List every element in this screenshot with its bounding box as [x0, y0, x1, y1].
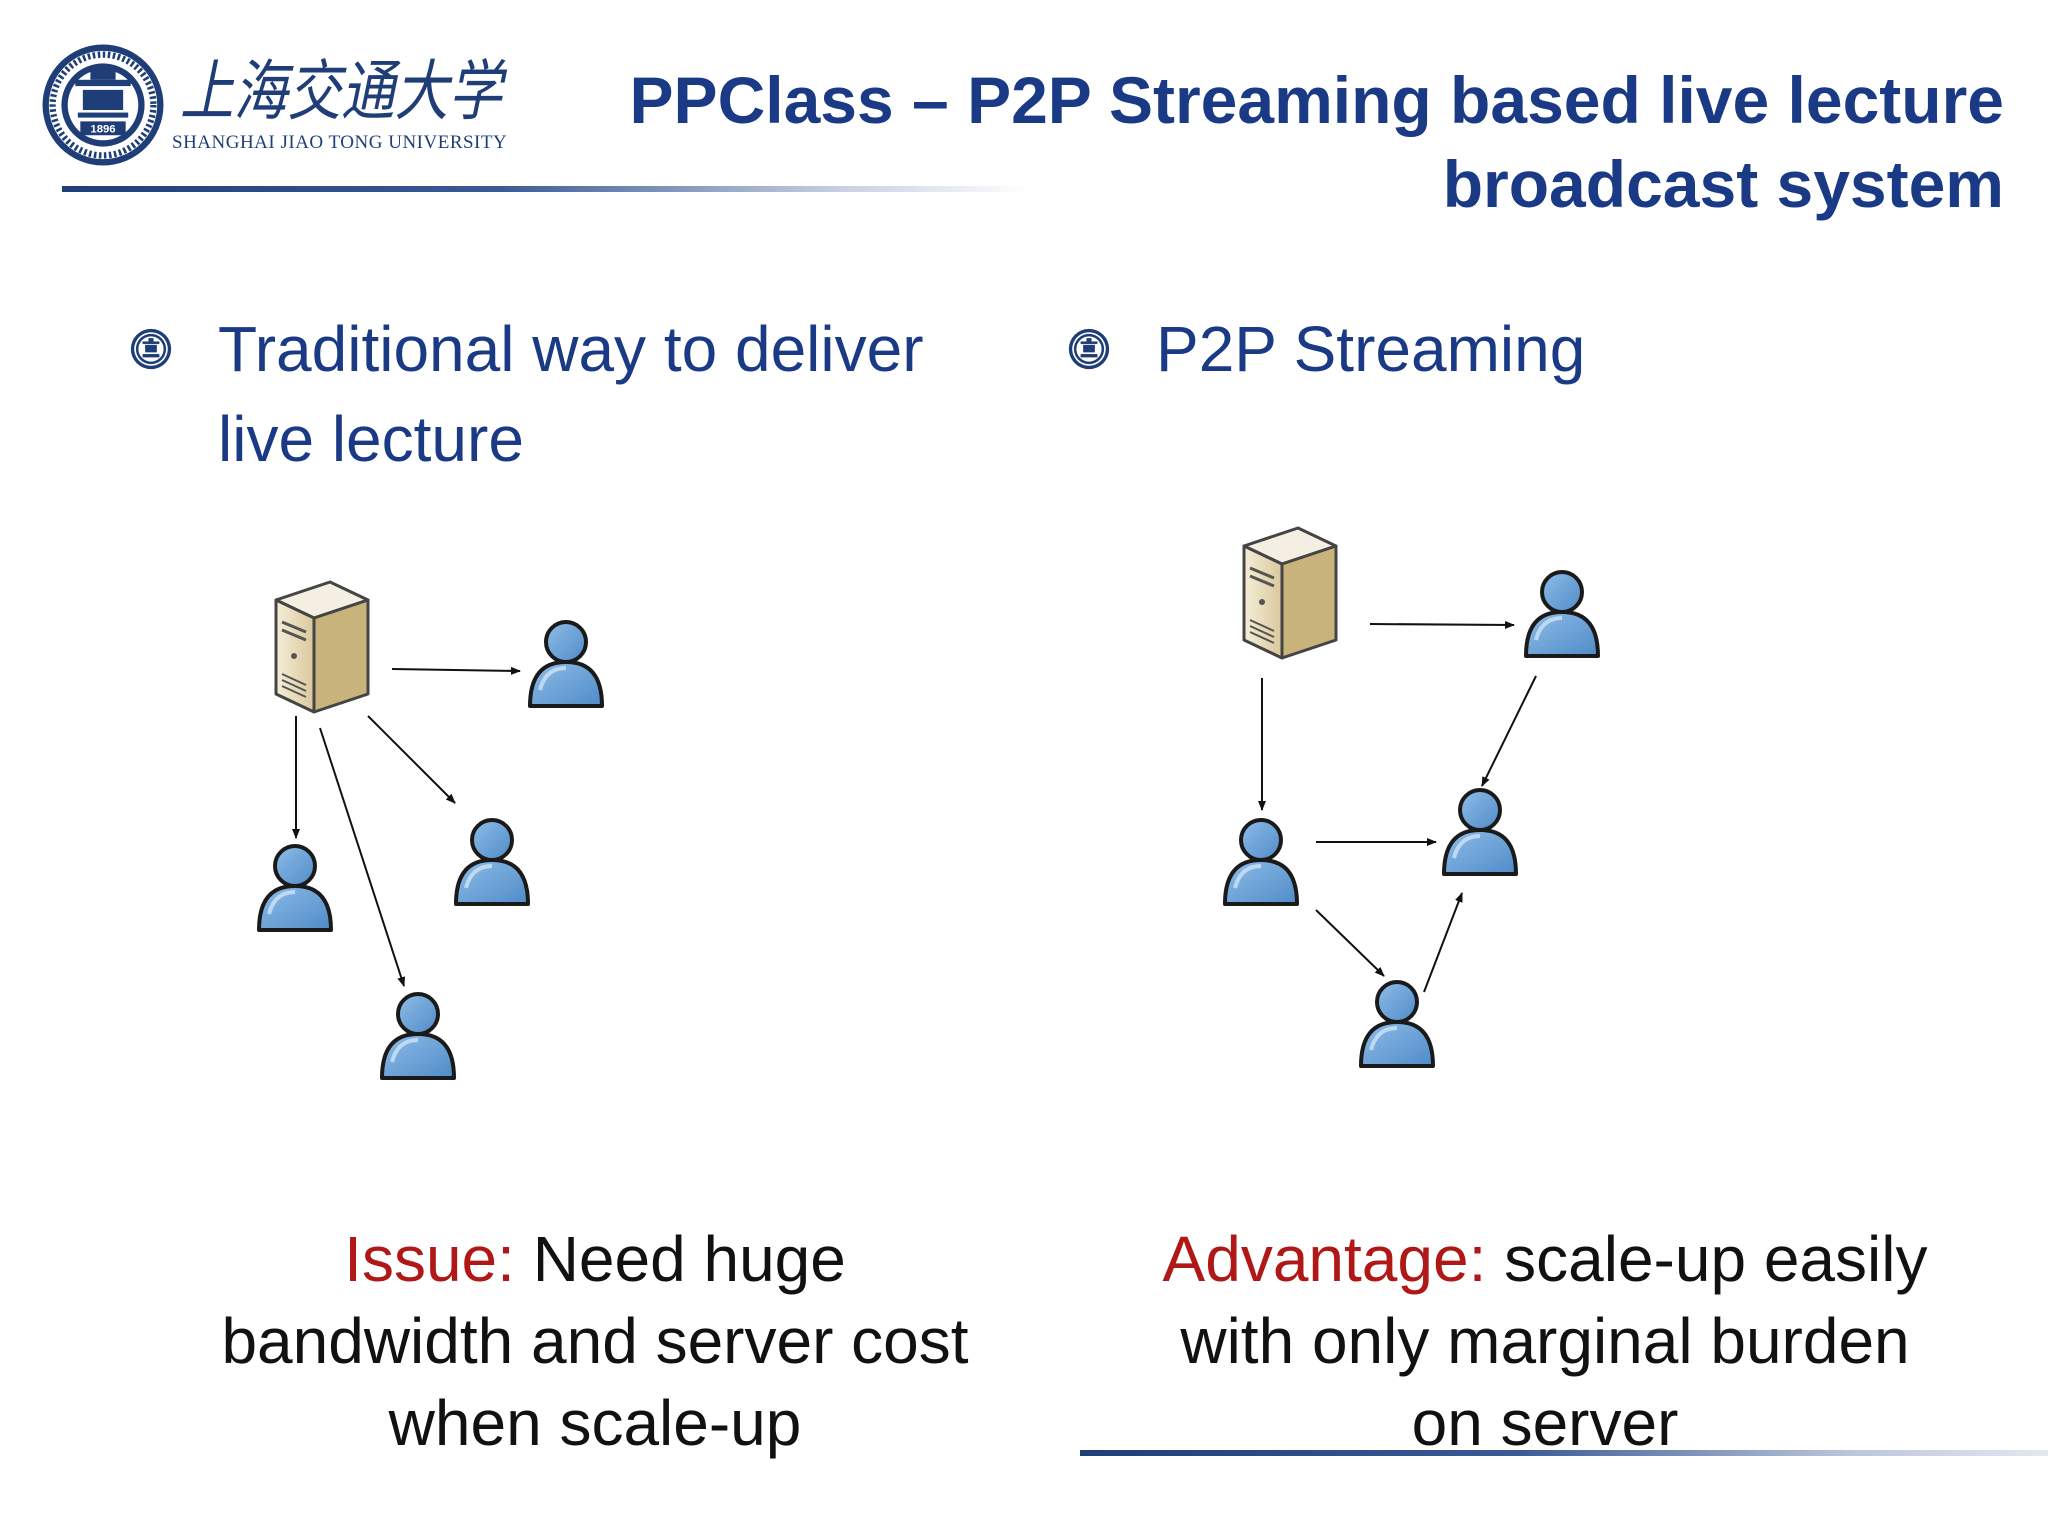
user-icon: [454, 818, 530, 906]
advantage-line3: on server: [1411, 1387, 1679, 1459]
logo-chinese-text: 上海交通大学: [180, 53, 508, 130]
advantage-line1: scale-up easily: [1486, 1223, 1928, 1295]
seal-year: 1896: [90, 124, 115, 136]
arrow: [367, 715, 456, 804]
p2p-diagram: [1223, 526, 1600, 1068]
bullet-traditional: Traditional way to deliver live lecture: [130, 304, 1018, 484]
user-icon: [1223, 818, 1299, 906]
arrow: [1481, 675, 1537, 787]
server-icon: [1242, 526, 1338, 660]
issue-line2: bandwidth and server cost: [221, 1305, 969, 1377]
advantage-note: Advantage: scale-up easily with only mar…: [1090, 1218, 2000, 1464]
bullet-p2p-text: P2P Streaming: [1156, 313, 1586, 385]
advantage-line2: with only marginal burden: [1180, 1305, 1910, 1377]
issue-note: Issue: Need huge bandwidth and server co…: [170, 1218, 1020, 1464]
issue-label: Issue:: [344, 1223, 515, 1295]
logo-chinese-name: 上海交通大学: [178, 42, 508, 132]
user-icon: [380, 992, 456, 1080]
arrow: [1315, 909, 1385, 977]
issue-line1: Need huge: [514, 1223, 846, 1295]
logo-english-name: SHANGHAI JIAO TONG UNIVERSITY: [172, 132, 508, 153]
server-icon: [274, 580, 370, 714]
issue-line3: when scale-up: [388, 1387, 802, 1459]
title-divider: [62, 186, 1032, 192]
user-icon: [257, 844, 333, 932]
footer-divider: [1080, 1450, 2048, 1456]
user-icon: [1359, 980, 1435, 1068]
sjtu-seal-logo-icon: 1896: [40, 42, 166, 168]
user-icon: [1524, 570, 1600, 658]
arrow: [319, 727, 406, 987]
arrow: [1369, 620, 1515, 629]
slide-title: PPClass – P2P Streaming based live lectu…: [504, 58, 2004, 226]
client-server-diagram: [257, 580, 604, 1080]
arrow: [1423, 892, 1463, 993]
slide-title-line1: PPClass – P2P Streaming based live lectu…: [629, 63, 2004, 137]
bullet-traditional-line1: Traditional way to deliver: [218, 313, 924, 385]
user-icon: [528, 620, 604, 708]
bullet-p2p: P2P Streaming: [1068, 304, 1956, 394]
arrow: [391, 666, 521, 675]
bullet-traditional-line2: live lecture: [218, 403, 524, 475]
slide-title-line2: broadcast system: [1442, 147, 2004, 221]
advantage-label: Advantage:: [1162, 1223, 1487, 1295]
user-icon: [1442, 788, 1518, 876]
